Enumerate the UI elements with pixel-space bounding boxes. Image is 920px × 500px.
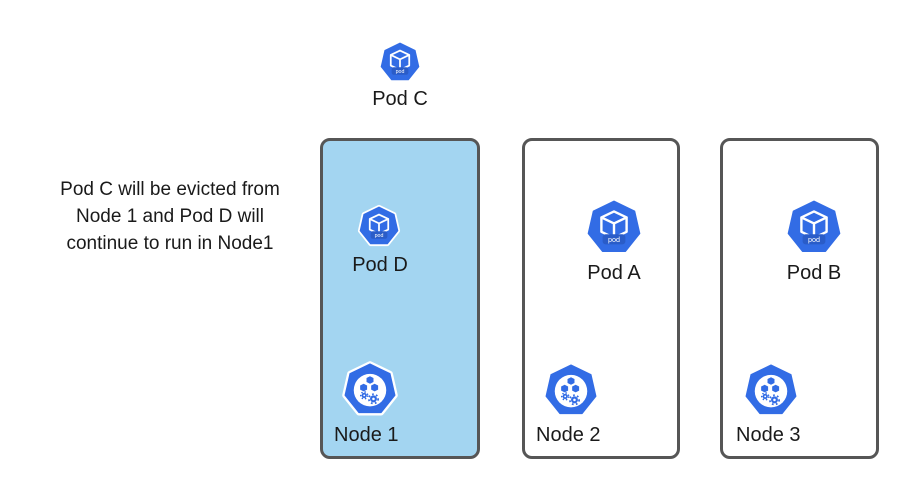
node-1-box (320, 138, 480, 459)
node-3-box (720, 138, 879, 459)
node-2-label: Node 2 (536, 424, 601, 446)
pod-a-label: Pod A (587, 262, 641, 284)
annotation-line: continue to run in Node1 (66, 233, 274, 254)
annotation-line: Pod C will be evicted from (60, 179, 280, 200)
node-1-label: Node 1 (334, 424, 399, 446)
pod-c-label: Pod C (372, 88, 428, 110)
node-3-icon (742, 361, 800, 419)
annotation-text: Pod C will be evicted from Node 1 and Po… (30, 176, 310, 257)
pod-d-label: Pod D (352, 254, 408, 276)
pod-a-icon (584, 197, 644, 257)
pod-c-icon (378, 40, 422, 84)
node-3-label: Node 3 (736, 424, 801, 446)
node-1-icon (341, 360, 399, 418)
annotation-line: Node 1 and Pod D will (76, 206, 264, 227)
pod-b-label: Pod B (786, 262, 842, 284)
node-2-box (522, 138, 680, 459)
pod-d-icon (357, 204, 401, 248)
pod-b-icon (784, 197, 844, 257)
node-2-icon (542, 361, 600, 419)
